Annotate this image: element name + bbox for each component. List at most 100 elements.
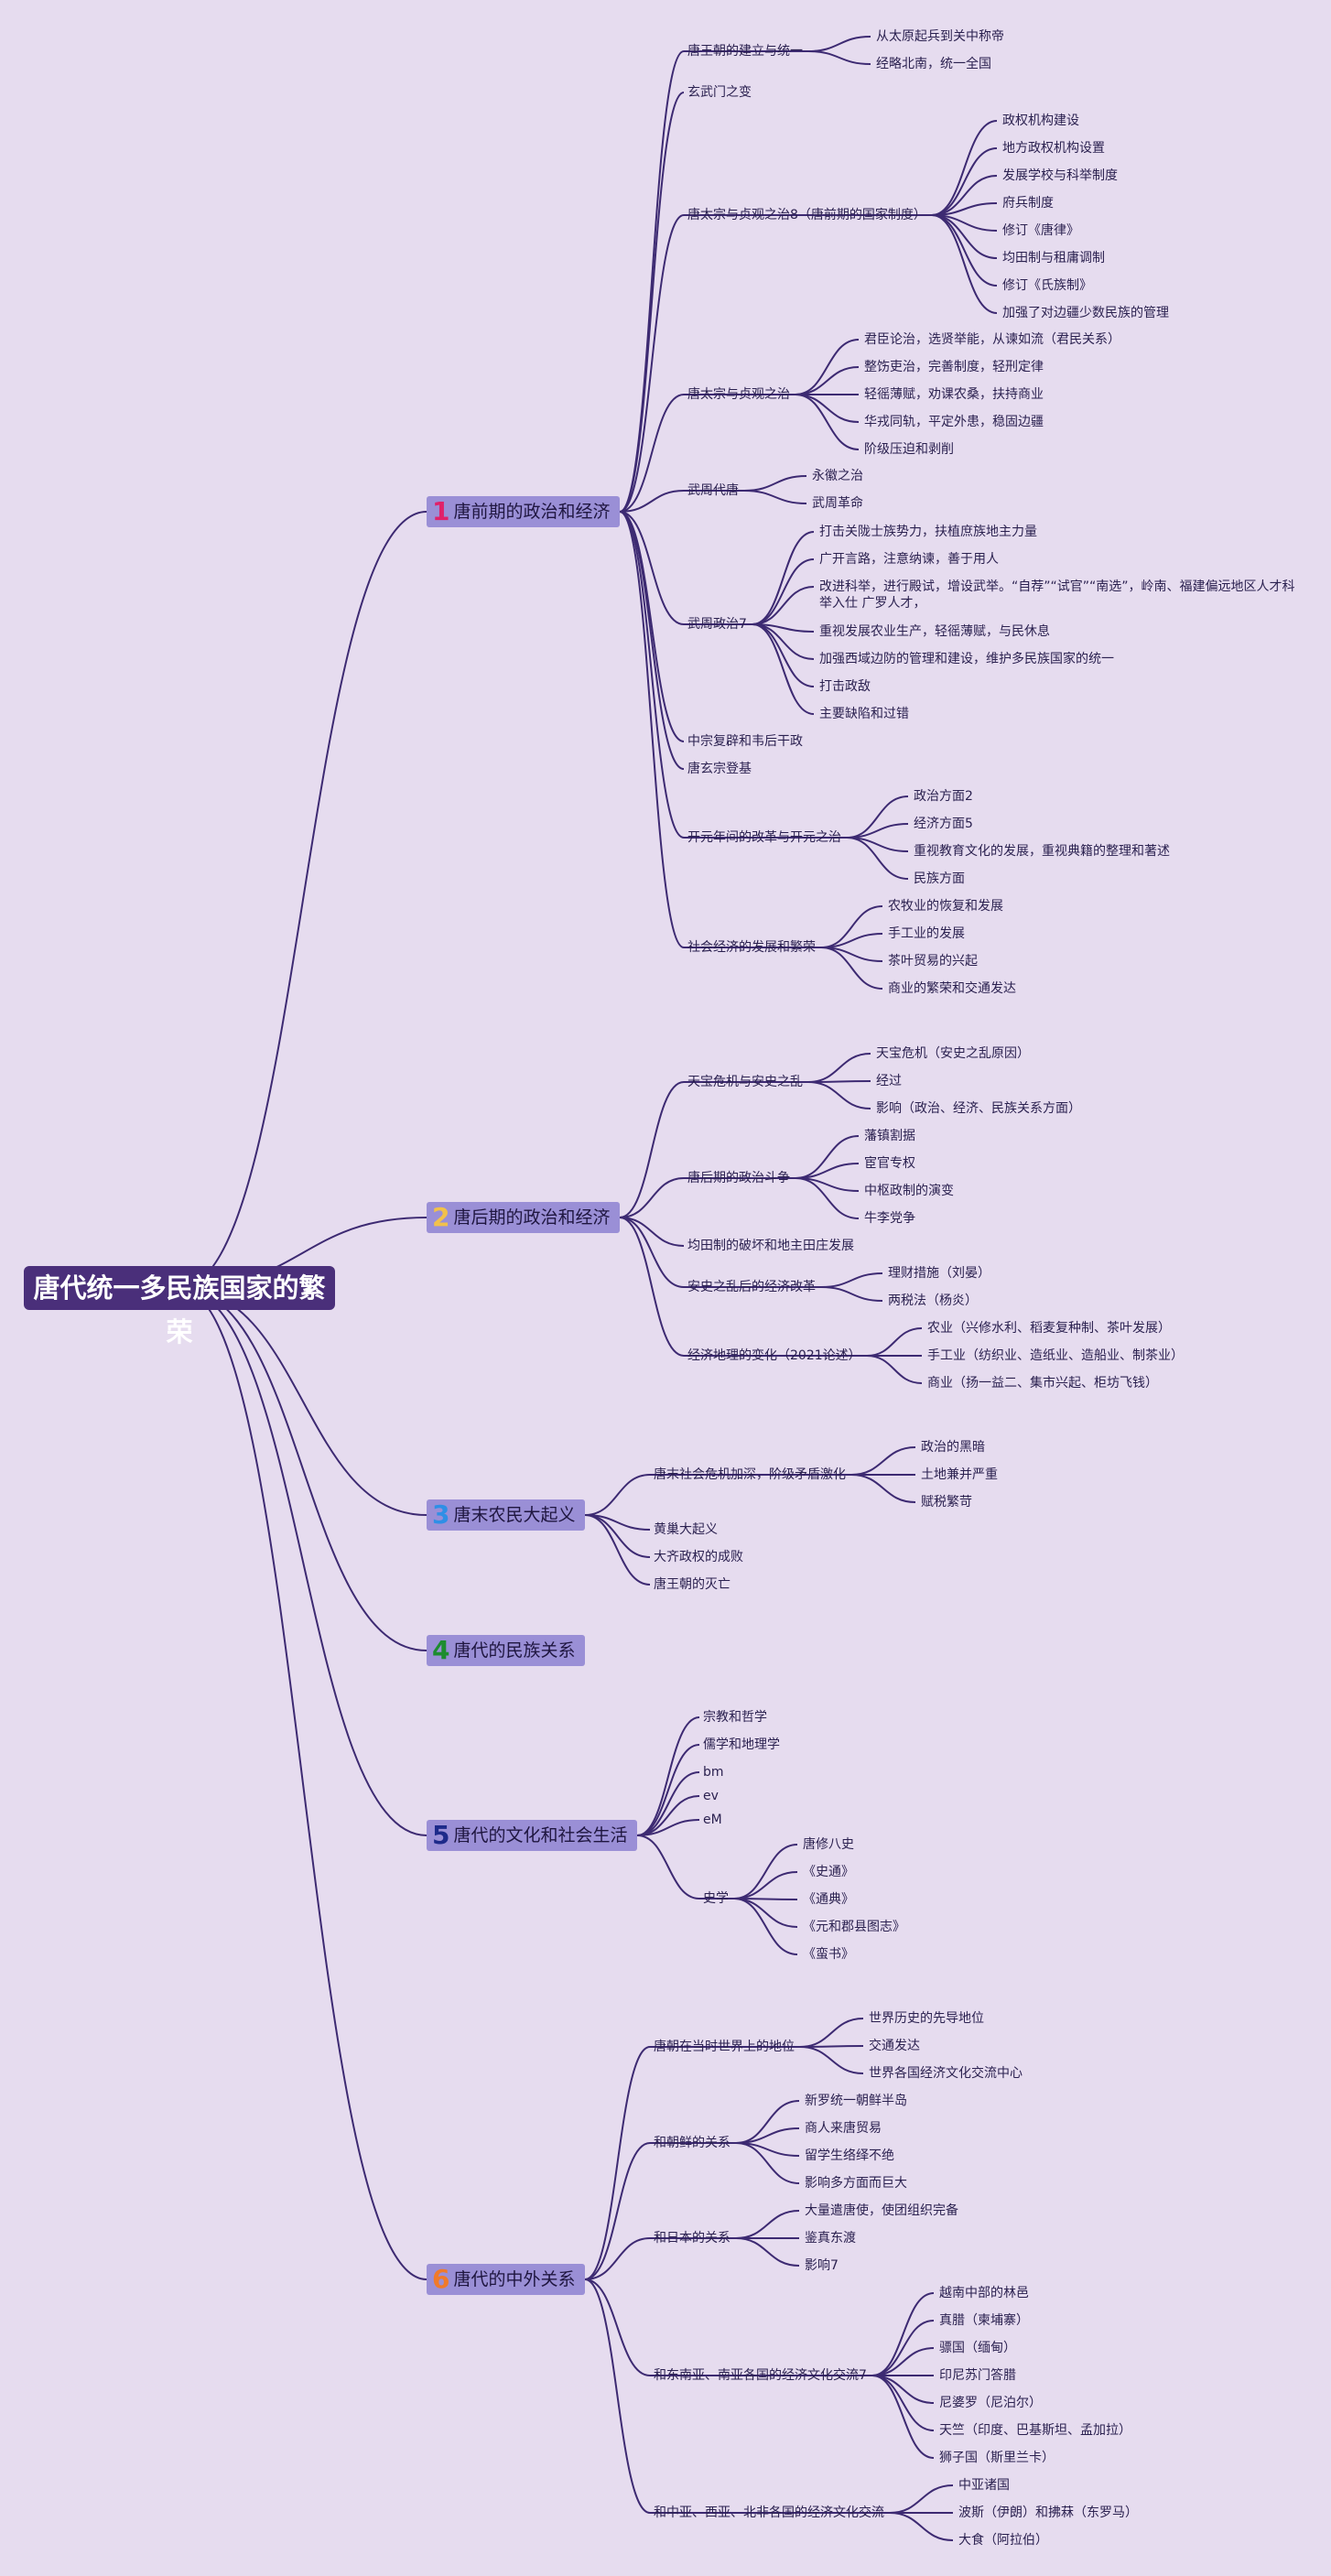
topic-node[interactable]: 唐玄宗登基 [687,762,752,776]
subtopic-node[interactable]: 世界各国经济文化交流中心 [869,2066,1023,2081]
subtopic-node[interactable]: 留学生络绎不绝 [805,2148,894,2163]
subtopic-node[interactable]: 《通典》 [803,1892,854,1907]
subtopic-node[interactable]: 大量遣唐使，使团组织完备 [805,2203,958,2218]
subtopic-node[interactable]: 商业的繁荣和交通发达 [888,981,1016,996]
subtopic-node[interactable]: 打击政敌 [819,679,871,694]
topic-node[interactable]: 唐末社会危机加深，阶级矛盾激化 [654,1467,846,1482]
subtopic-node[interactable]: 理财措施（刘晏） [888,1266,990,1281]
subtopic-node[interactable]: 阶级压迫和剥削 [864,442,954,457]
subtopic-node[interactable]: 骠国（缅甸） [939,2341,1016,2355]
subtopic-node[interactable]: 影响7 [805,2258,839,2273]
subtopic-node[interactable]: 中枢政制的演变 [864,1184,954,1198]
topic-node[interactable]: 和中亚、西亚、北非各国的经济文化交流 [654,2506,884,2520]
subtopic-node[interactable]: 修订《氏族制》 [1002,278,1092,293]
subtopic-node[interactable]: 天宝危机（安史之乱原因） [876,1046,1030,1061]
subtopic-node[interactable]: 赋税繁苛 [921,1495,972,1510]
subtopic-node[interactable]: 手工业（纺织业、造纸业、造船业、制茶业） [927,1348,1184,1363]
subtopic-node[interactable]: 民族方面 [914,871,965,886]
subtopic-node[interactable]: 中亚诸国 [958,2478,1010,2493]
topic-node[interactable]: 经济地理的变化（2021论述） [687,1348,861,1363]
topic-node[interactable]: bm [703,1765,724,1780]
subtopic-node[interactable]: 重视教育文化的发展，重视典籍的整理和著述 [914,844,1170,859]
topic-node[interactable]: 唐太宗与贞观之治 [687,387,790,402]
topic-node[interactable]: 均田制的破坏和地主田庄发展 [687,1239,854,1253]
topic-node[interactable]: 宗教和哲学 [703,1710,767,1725]
topic-node[interactable]: 和东南亚、南亚各国的经济文化交流7 [654,2368,867,2383]
subtopic-node[interactable]: 鉴真东渡 [805,2231,856,2246]
topic-node[interactable]: 唐王朝的灭亡 [654,1577,730,1592]
subtopic-node[interactable]: 修订《唐律》 [1002,223,1079,238]
subtopic-node[interactable]: 地方政权机构设置 [1002,141,1105,156]
subtopic-node[interactable]: 大食（阿拉伯） [958,2533,1048,2548]
root-topic[interactable]: 唐代统一多民族国家的繁荣 [24,1266,335,1348]
subtopic-node[interactable]: 宦官专权 [864,1156,915,1171]
subtopic-node[interactable]: 加强西域边防的管理和建设，维护多民族国家的统一 [819,652,1114,666]
subtopic-node[interactable]: 牛李党争 [864,1211,915,1226]
topic-node[interactable]: 武周代唐 [687,483,739,498]
subtopic-node[interactable]: 《元和郡县图志》 [803,1920,905,1934]
subtopic-node[interactable]: 武周革命 [812,496,863,511]
subtopic-node[interactable]: 商业（扬一益二、集市兴起、柜坊飞钱） [927,1376,1158,1391]
subtopic-node[interactable]: 唐修八史 [803,1837,854,1852]
topic-node[interactable]: 天宝危机与安史之乱 [687,1075,803,1089]
subtopic-node[interactable]: 改进科举，进行殿试，增设武举。“自荐”“试官”“南选”，岭南、福建偏远地区人才科… [819,579,1295,611]
subtopic-node[interactable]: 交通发达 [869,2039,920,2053]
subtopic-node[interactable]: 手工业的发展 [888,926,965,941]
subtopic-node[interactable]: 广开言路，注意纳谏，善于用人 [819,552,999,567]
topic-node[interactable]: 儒学和地理学 [703,1737,780,1752]
topic-node[interactable]: 安史之乱后的经济改革 [687,1280,816,1294]
subtopic-node[interactable]: 政治方面2 [914,789,973,804]
subtopic-node[interactable]: 主要缺陷和过错 [819,707,909,721]
subtopic-node[interactable]: 茶叶贸易的兴起 [888,954,978,969]
topic-node[interactable]: ev [703,1789,719,1803]
subtopic-node[interactable]: 尼婆罗（尼泊尔） [939,2396,1042,2410]
topic-node[interactable]: 黄巢大起义 [654,1522,718,1537]
topic-node[interactable]: 中宗复辟和韦后干政 [687,734,803,749]
subtopic-node[interactable]: 政权机构建设 [1002,114,1079,128]
subtopic-node[interactable]: 发展学校与科举制度 [1002,168,1118,183]
topic-node[interactable]: 唐后期的政治斗争 [687,1171,790,1185]
subtopic-node[interactable]: 整饬吏治，完善制度，轻刑定律 [864,360,1044,374]
subtopic-node[interactable]: 华戎同轨，平定外患，稳固边疆 [864,415,1044,429]
subtopic-node[interactable]: 永徽之治 [812,469,863,483]
subtopic-node[interactable]: 重视发展农业生产，轻徭薄赋，与民休息 [819,624,1050,639]
subtopic-node[interactable]: 农业（兴修水利、稻麦复种制、茶叶发展） [927,1321,1171,1336]
subtopic-node[interactable]: 狮子国（斯里兰卡） [939,2451,1055,2465]
subtopic-node[interactable]: 影响（政治、经济、民族关系方面） [876,1101,1081,1116]
topic-node[interactable]: eM [703,1813,722,1827]
subtopic-node[interactable]: 轻徭薄赋，劝课农桑，扶持商业 [864,387,1044,402]
subtopic-node[interactable]: 君臣论治，选贤举能，从谏如流（君民关系） [864,332,1120,347]
topic-node[interactable]: 社会经济的发展和繁荣 [687,940,816,955]
subtopic-node[interactable]: 从太原起兵到关中称帝 [876,29,1004,44]
subtopic-node[interactable]: 经过 [876,1074,902,1088]
subtopic-node[interactable]: 影响多方面而巨大 [805,2176,907,2191]
subtopic-node[interactable]: 《蛮书》 [803,1947,854,1962]
topic-node[interactable]: 唐王朝的建立与统一 [687,44,803,59]
topic-node[interactable]: 和朝鲜的关系 [654,2136,730,2150]
subtopic-node[interactable]: 商人来唐贸易 [805,2121,882,2136]
topic-node[interactable]: 和日本的关系 [654,2231,730,2246]
subtopic-node[interactable]: 波斯（伊朗）和拂菻（东罗马） [958,2506,1138,2520]
subtopic-node[interactable]: 印尼苏门答腊 [939,2368,1016,2383]
topic-node[interactable]: 玄武门之变 [687,85,752,100]
subtopic-node[interactable]: 越南中部的林邑 [939,2286,1029,2300]
subtopic-node[interactable]: 政治的黑暗 [921,1440,985,1455]
subtopic-node[interactable]: 世界历史的先导地位 [869,2011,984,2026]
subtopic-node[interactable]: 土地兼并严重 [921,1467,998,1482]
topic-node[interactable]: 史学 [703,1891,729,1906]
subtopic-node[interactable]: 真腊（柬埔寨） [939,2313,1029,2328]
subtopic-node[interactable]: 《史通》 [803,1865,854,1879]
topic-node[interactable]: 唐太宗与贞观之治8（唐前期的国家制度） [687,208,926,222]
topic-node[interactable]: 大齐政权的成败 [654,1550,743,1564]
topic-node[interactable]: 唐朝在当时世界上的地位 [654,2040,795,2054]
subtopic-node[interactable]: 天竺（印度、巴基斯坦、孟加拉） [939,2423,1131,2438]
topic-node[interactable]: 武周政治7 [687,617,747,632]
subtopic-node[interactable]: 藩镇割据 [864,1129,915,1143]
subtopic-node[interactable]: 加强了对边疆少数民族的管理 [1002,306,1169,320]
